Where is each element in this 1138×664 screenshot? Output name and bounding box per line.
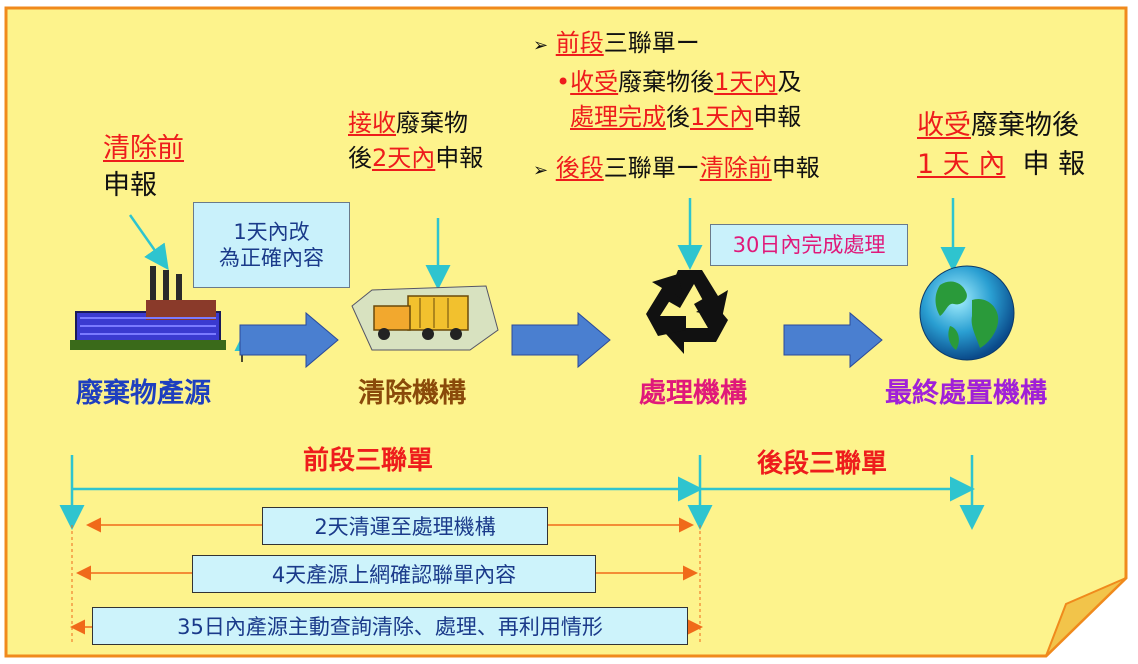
collector-note-line1: 接收廢棄物 [348, 109, 468, 138]
collector-note-red2: 2天內 [372, 144, 436, 172]
final-note-black1: 廢棄物後 [971, 110, 1079, 141]
back-forms-black2: 申報 [771, 154, 820, 182]
back-section-label: 後段三聯單 [757, 449, 888, 479]
front-forms-l2-black2: 及 [777, 68, 802, 96]
folded-corner [1045, 577, 1127, 657]
entity-label-collector: 清除機構 [358, 378, 466, 409]
globe-icon [919, 265, 1015, 361]
back-forms-black1: 三聯單ー [603, 154, 700, 182]
front-forms-l3-black2: 申報 [753, 103, 802, 131]
truck-icon [351, 285, 499, 351]
collector-note-black2: 後 [348, 144, 372, 172]
correction-box: 1天內改 為正確內容 [193, 202, 350, 288]
span-box-2-days: 2天清運至處理機構 [262, 507, 548, 545]
final-note-red1: 收受 [917, 110, 971, 141]
factory-icon [70, 266, 226, 350]
entity-label-processor: 處理機構 [639, 378, 747, 409]
final-note-red2: 1 天 內 [917, 149, 1006, 180]
correction-line-2: 為正確內容 [219, 246, 324, 270]
bullet-dot: • [556, 68, 571, 96]
front-forms-red: 前段 [555, 29, 604, 57]
front-section-label: 前段三聯單 [303, 446, 434, 476]
front-forms-l3-red2: 1天內 [690, 103, 754, 131]
front-forms-l3-red1: 處理完成 [570, 103, 666, 131]
front-forms-l2-black1: 廢棄物後 [618, 68, 715, 96]
final-note-line2: 1 天 內 申 報 [917, 149, 1085, 180]
front-forms-l3-black1: 後 [666, 103, 690, 131]
processing-box: 30日內完成處理 [710, 224, 908, 266]
source-note: 清除前 [103, 133, 184, 164]
flow-arrow-1 [239, 311, 339, 369]
collector-note-line2: 後2天內申報 [348, 144, 484, 173]
back-forms-red2: 清除前 [699, 154, 772, 182]
bullet-arrow-icon: ➢ [533, 160, 549, 181]
correction-line-1: 1天內改 [233, 219, 310, 244]
bullet-arrow-icon: ➢ [533, 35, 549, 56]
source-note-declare: 申報 [103, 170, 157, 201]
entity-label-final: 最終處置機構 [885, 378, 1047, 409]
back-forms-red1: 後段 [555, 154, 604, 182]
recycle-icon [646, 270, 728, 354]
flow-arrow-3 [783, 311, 883, 369]
front-forms-l2-red1: 收受 [570, 68, 619, 96]
front-forms-line2: •收受廢棄物後1天內及 [556, 68, 802, 97]
source-note-red: 清除前 [103, 133, 184, 164]
flow-arrow-2 [511, 311, 611, 369]
collector-note-black1: 廢棄物 [396, 109, 468, 137]
collector-note-black3: 申報 [435, 144, 484, 172]
collector-note-red1: 接收 [348, 109, 396, 137]
front-forms-l2-red2: 1天內 [714, 68, 778, 96]
back-forms-note: ➢ 後段三聯單ー清除前申報 [533, 154, 820, 183]
front-forms-black: 三聯單ー [603, 29, 700, 57]
pointer-arrow-source [128, 214, 169, 271]
front-forms-title: ➢ 前段三聯單ー [533, 29, 700, 58]
final-note-black2: 申 報 [1022, 149, 1086, 180]
span-box-4-days: 4天產源上網確認聯單內容 [192, 555, 596, 593]
front-forms-line3: 處理完成後1天內申報 [570, 103, 802, 132]
entity-label-source: 廢棄物產源 [76, 378, 211, 409]
final-note-line1: 收受廢棄物後 [917, 110, 1079, 141]
span-box-35-days: 35日內產源主動查詢清除、處理、再利用情形 [92, 607, 688, 645]
